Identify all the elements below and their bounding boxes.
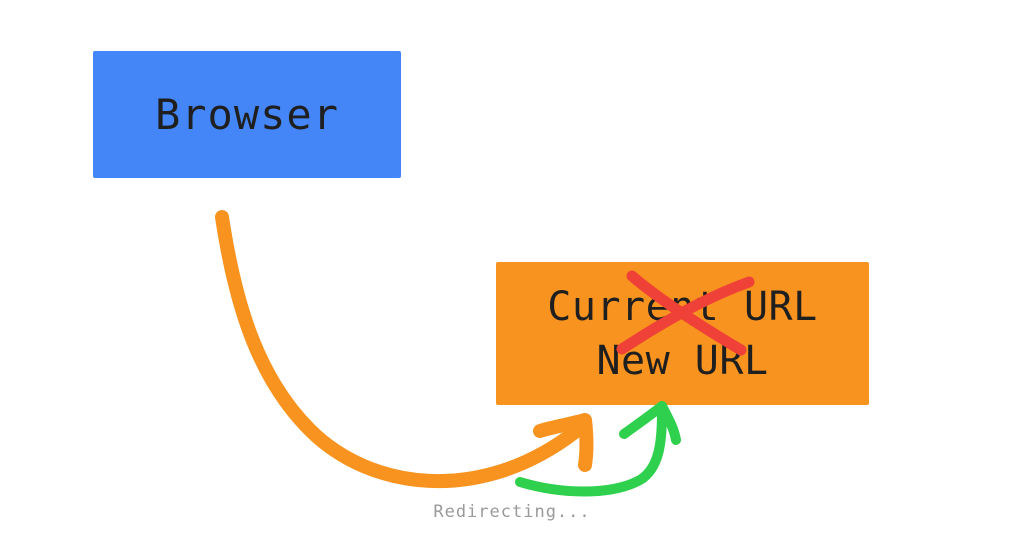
green-curved-arrow-icon xyxy=(515,401,681,497)
url-box: Current URL New URL xyxy=(496,262,869,405)
new-url-label: New URL xyxy=(596,337,769,384)
green-arrow-head xyxy=(619,401,681,445)
current-url-label: Current URL xyxy=(547,283,818,330)
orange-arrow-head xyxy=(533,413,594,472)
green-arrow-shaft xyxy=(515,407,667,497)
browser-label: Browser xyxy=(154,90,339,139)
redirect-caption: Redirecting... xyxy=(433,502,591,522)
browser-box: Browser xyxy=(93,51,401,178)
